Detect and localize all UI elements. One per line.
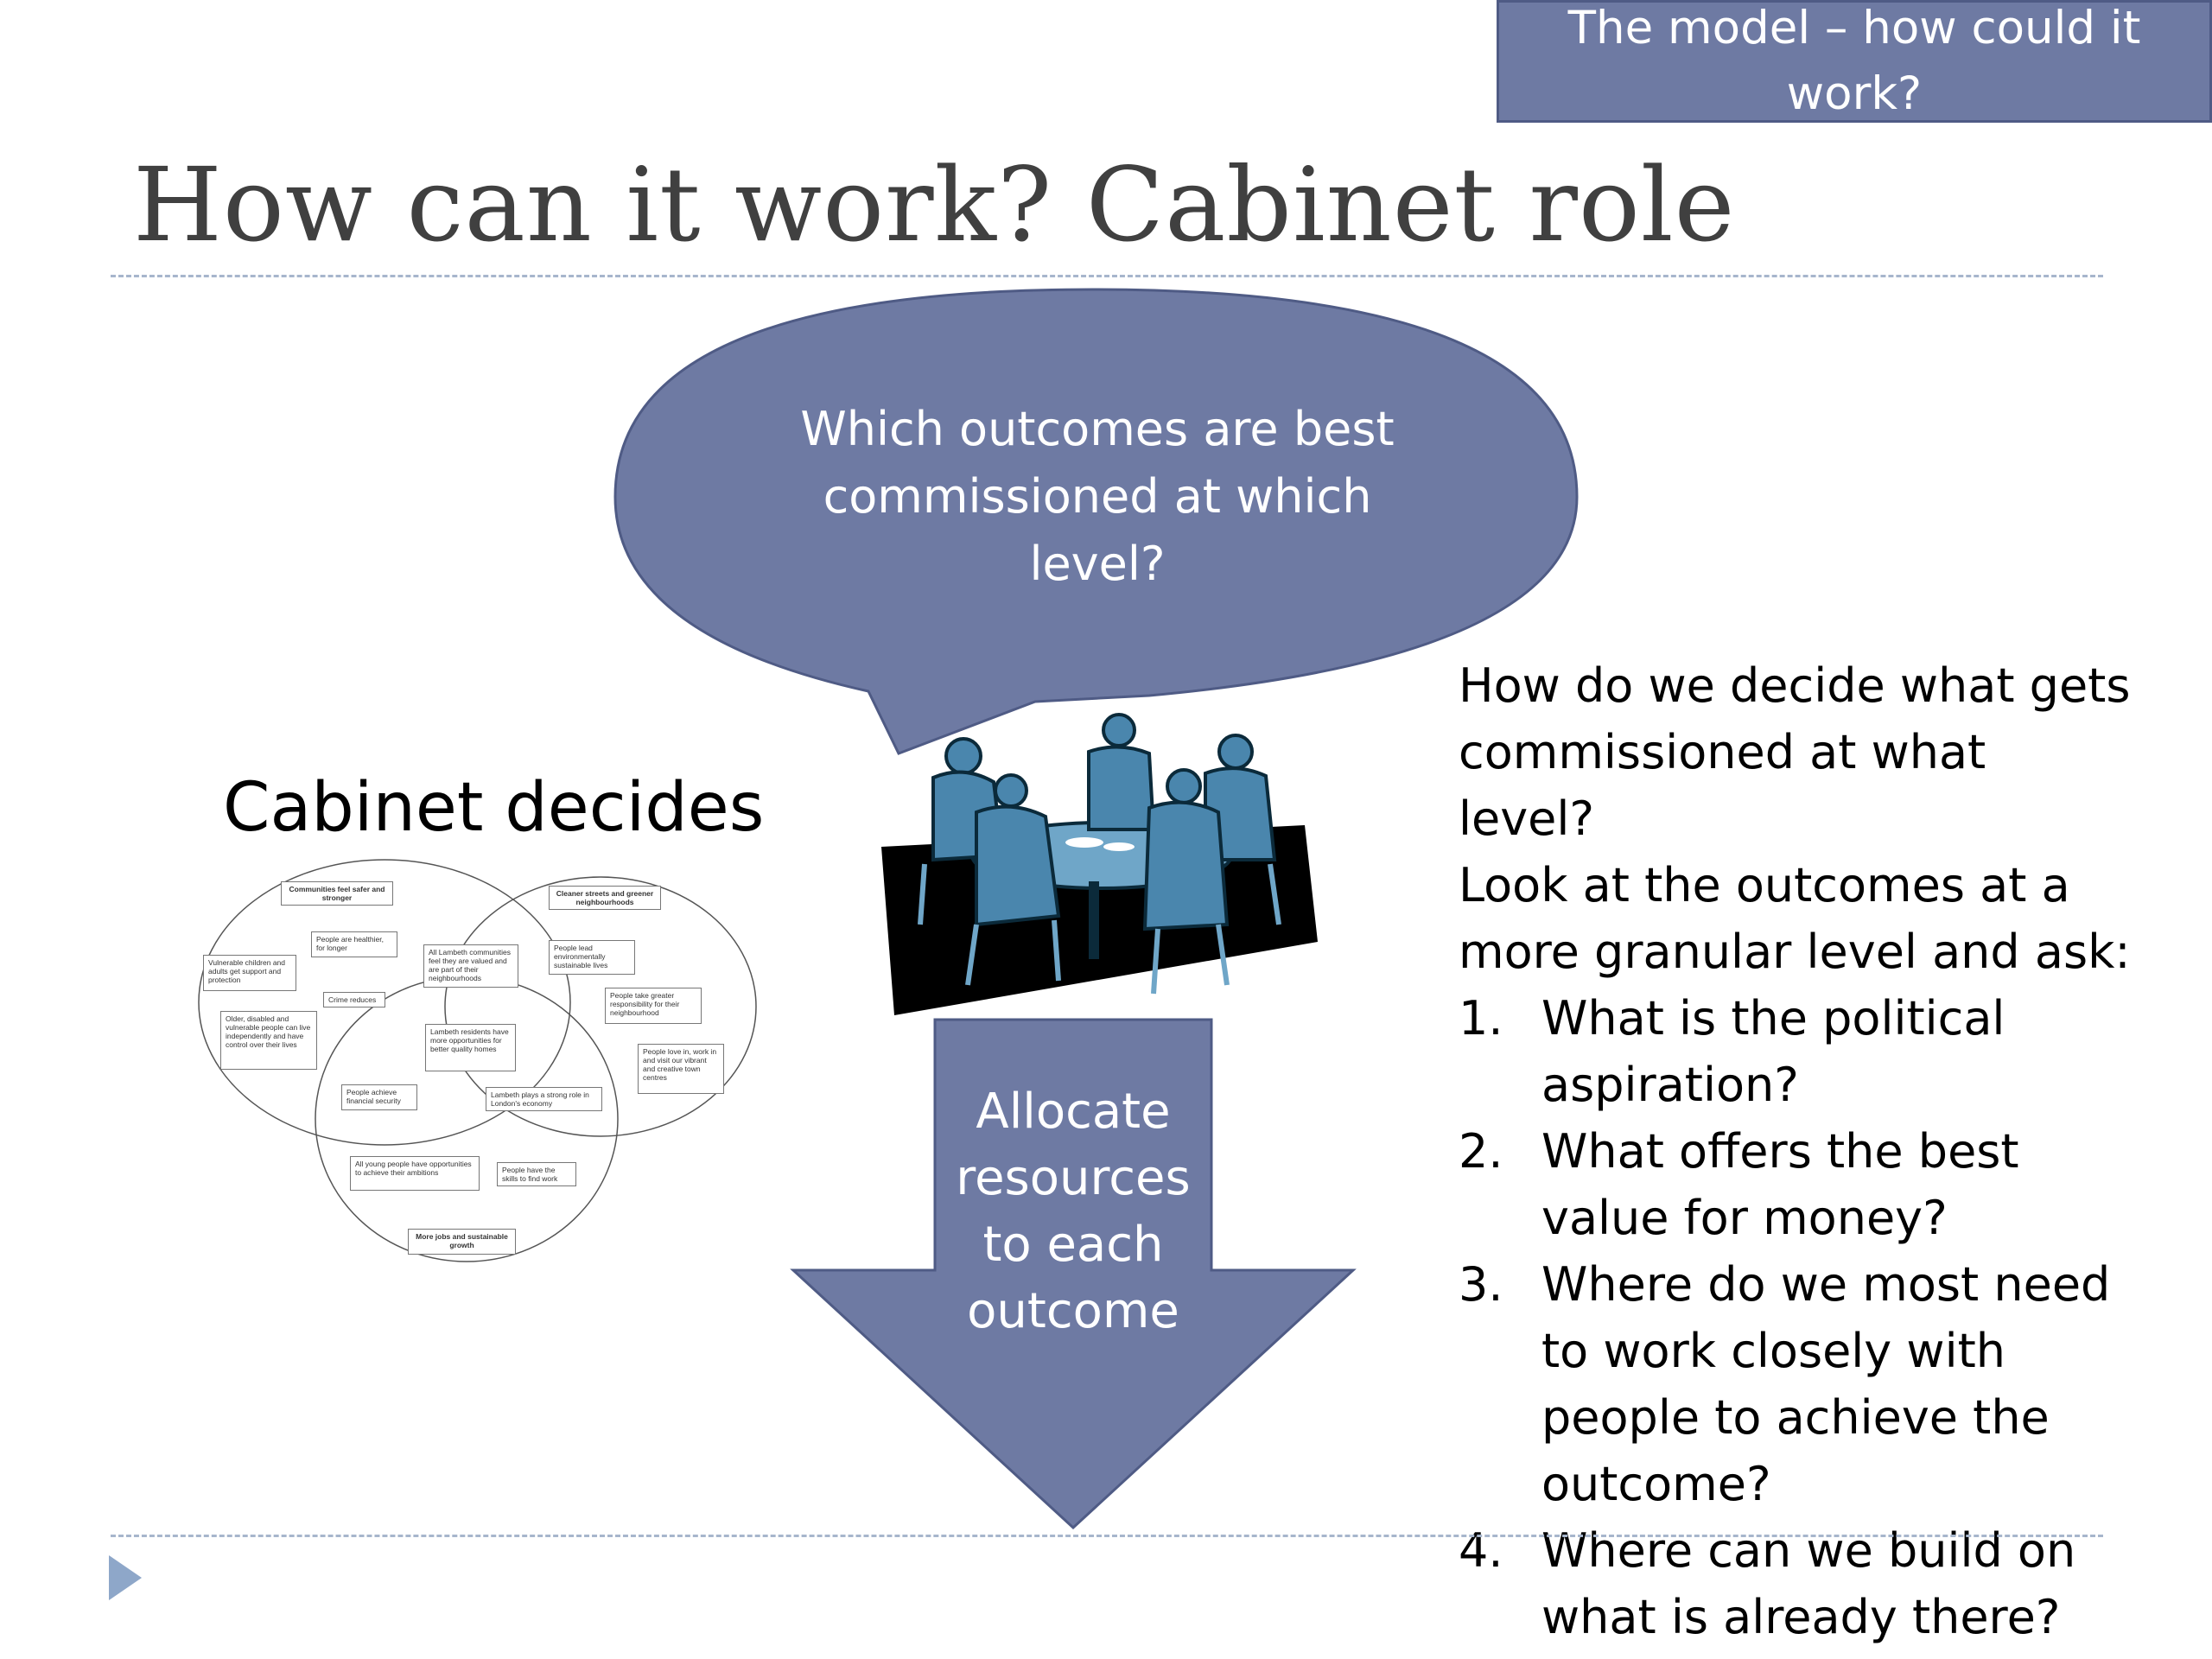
arrow-text: Allocate resources to each outcome: [935, 1078, 1211, 1344]
list-text: What offers the best value for money?: [1541, 1124, 2019, 1245]
venn-label: People take greater responsibility for t…: [605, 988, 702, 1024]
cabinet-decides-label: Cabinet decides: [223, 769, 765, 847]
list-text: Where can we build on what is already th…: [1541, 1523, 2076, 1644]
footer-divider: [111, 1535, 2103, 1537]
venn-label: People love in, work in and visit our vi…: [638, 1044, 724, 1094]
down-arrow-shape: [790, 1018, 1357, 1530]
question-list: 1. What is the political aspiration? 2. Wh…: [1459, 985, 2133, 1650]
venn-label: Crime reduces: [323, 992, 385, 1007]
list-number: 2.: [1459, 1124, 1503, 1179]
speech-bubble-line2: commissioned at which: [823, 469, 1372, 524]
speech-bubble-line1: Which outcomes are best: [800, 402, 1395, 456]
list-text: What is the political aspiration?: [1541, 991, 2005, 1112]
arrow-line4: outcome: [967, 1283, 1179, 1339]
arrow-line3: to each: [982, 1217, 1164, 1273]
section-tab: The model – how could it work?: [1497, 0, 2212, 123]
list-number: 4.: [1459, 1523, 1503, 1578]
speech-bubble-text: Which outcomes are best commissioned at …: [760, 396, 1434, 598]
section-tab-line1: The model – how could it: [1567, 2, 2141, 54]
title-divider: [111, 275, 2103, 277]
arrow-line1: Allocate: [976, 1084, 1171, 1140]
speech-bubble: [613, 288, 1579, 755]
play-triangle-icon: [109, 1555, 142, 1600]
intro-instruction: Look at the outcomes at a more granular …: [1459, 858, 2131, 979]
outcomes-venn-diagram: Communities feel safer and stronger Clea…: [173, 855, 769, 1270]
venn-label: All Lambeth communities feel they are va…: [423, 944, 518, 988]
list-text: Where do we most need to work closely wi…: [1541, 1257, 2111, 1511]
venn-circles: [198, 859, 757, 1262]
venn-label: All young people have opportunities to a…: [350, 1156, 480, 1191]
speech-bubble-line3: level?: [1029, 537, 1166, 591]
venn-label: People lead environmentally sustainable …: [549, 940, 635, 975]
venn-label: More jobs and sustainable growth: [408, 1229, 516, 1255]
venn-label: Lambeth residents have more opportunitie…: [425, 1024, 516, 1071]
list-number: 1.: [1459, 991, 1503, 1046]
arrow-line2: resources: [956, 1150, 1191, 1206]
venn-label: People achieve financial security: [341, 1084, 417, 1110]
venn-label: Vulnerable children and adults get suppo…: [203, 955, 296, 991]
intro-question: How do we decide what gets commissioned …: [1459, 658, 2131, 846]
slide-title: How can it work? Cabinet role: [133, 145, 1736, 264]
venn-label: Lambeth plays a strong role in London's …: [486, 1087, 602, 1111]
list-item: 1. What is the political aspiration?: [1459, 985, 2133, 1118]
venn-label: People have the skills to find work: [497, 1162, 576, 1186]
section-tab-line2: work?: [1786, 67, 1923, 120]
venn-label: People are healthier, for longer: [311, 931, 397, 957]
venn-label: Cleaner streets and greener neighbourhoo…: [549, 886, 661, 910]
venn-label: Older, disabled and vulnerable people ca…: [220, 1011, 317, 1070]
list-item: 4. Where can we build on what is already …: [1459, 1517, 2133, 1650]
venn-label: Communities feel safer and stronger: [281, 881, 393, 906]
list-number: 3.: [1459, 1257, 1503, 1312]
list-item: 3. Where do we most need to work closely …: [1459, 1251, 2133, 1517]
right-text-panel: How do we decide what gets commissioned …: [1459, 652, 2133, 1650]
list-item: 2. What offers the best value for money?: [1459, 1118, 2133, 1251]
meeting-clipart: [881, 713, 1318, 1015]
